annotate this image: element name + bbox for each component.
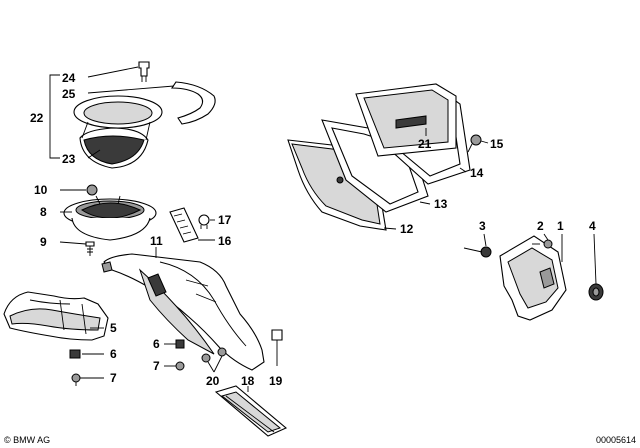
label-16: 16: [218, 234, 232, 248]
part-15-screw: [467, 134, 482, 153]
bracket-22: [49, 74, 60, 159]
part-8-housing: [63, 195, 157, 241]
leader-2: [543, 233, 549, 241]
label-6b: 6: [153, 337, 160, 351]
label-19: 19: [269, 374, 283, 388]
label-13: 13: [434, 197, 448, 211]
part-19-clip: [271, 329, 283, 366]
copyright-text: © BMW AG: [4, 435, 50, 445]
label-6a: 6: [110, 347, 117, 361]
part-3-bolt: [463, 246, 492, 258]
label-3: 3: [479, 219, 486, 233]
label-11: 11: [150, 234, 163, 248]
diagram-id: 00005614: [596, 435, 636, 445]
label-2: 2: [537, 219, 544, 233]
label-18: 18: [241, 374, 255, 388]
leader-23: [87, 149, 101, 159]
leader-3: [483, 233, 487, 247]
label-10: 10: [34, 183, 48, 197]
part-10-nut: [86, 184, 98, 196]
leader-24: [87, 66, 139, 78]
part-20-screws: [201, 347, 227, 363]
label-20: 20: [206, 374, 220, 388]
label-24: 24: [62, 71, 76, 85]
part-25-band: [170, 81, 216, 125]
label-17: 17: [218, 213, 232, 227]
label-22: 22: [30, 111, 44, 125]
leader-20: [207, 355, 223, 373]
part-7b-screw: [175, 361, 185, 371]
part-23-cup-holder: [73, 95, 163, 169]
leader-13: [419, 201, 431, 205]
leader-12: [383, 227, 397, 230]
label-8: 8: [40, 205, 47, 219]
label-7a: 7: [110, 371, 117, 385]
part-16-switch: [169, 207, 199, 243]
label-23: 23: [62, 152, 76, 166]
label-15: 15: [490, 137, 504, 151]
part-6b-clip: [175, 339, 185, 349]
label-21: 21: [418, 137, 432, 151]
leader-25: [87, 85, 175, 94]
part-18-trim-strip: [214, 385, 288, 437]
part-5-air-duct: [3, 291, 109, 341]
leader-4: [593, 233, 597, 285]
label-25: 25: [62, 87, 76, 101]
label-7b: 7: [153, 359, 160, 373]
label-1: 1: [557, 219, 564, 233]
label-4: 4: [589, 219, 596, 233]
label-12: 12: [400, 222, 414, 236]
part-7-screw: [71, 373, 81, 386]
leader-15: [480, 140, 489, 144]
label-9: 9: [40, 235, 47, 249]
label-14: 14: [470, 166, 484, 180]
leader-9: [59, 241, 87, 245]
part-4-grommet: [588, 283, 604, 301]
part-17-bulb: [198, 214, 210, 229]
part-9-screw: [85, 241, 95, 256]
part-24-clip: [138, 61, 150, 82]
part-6-clip: [69, 349, 81, 359]
leader-14: [459, 167, 467, 173]
label-5: 5: [110, 321, 117, 335]
part-21-cover: [355, 83, 457, 157]
part-11-center-console: [101, 253, 265, 371]
part-1-bracket: [499, 235, 567, 321]
